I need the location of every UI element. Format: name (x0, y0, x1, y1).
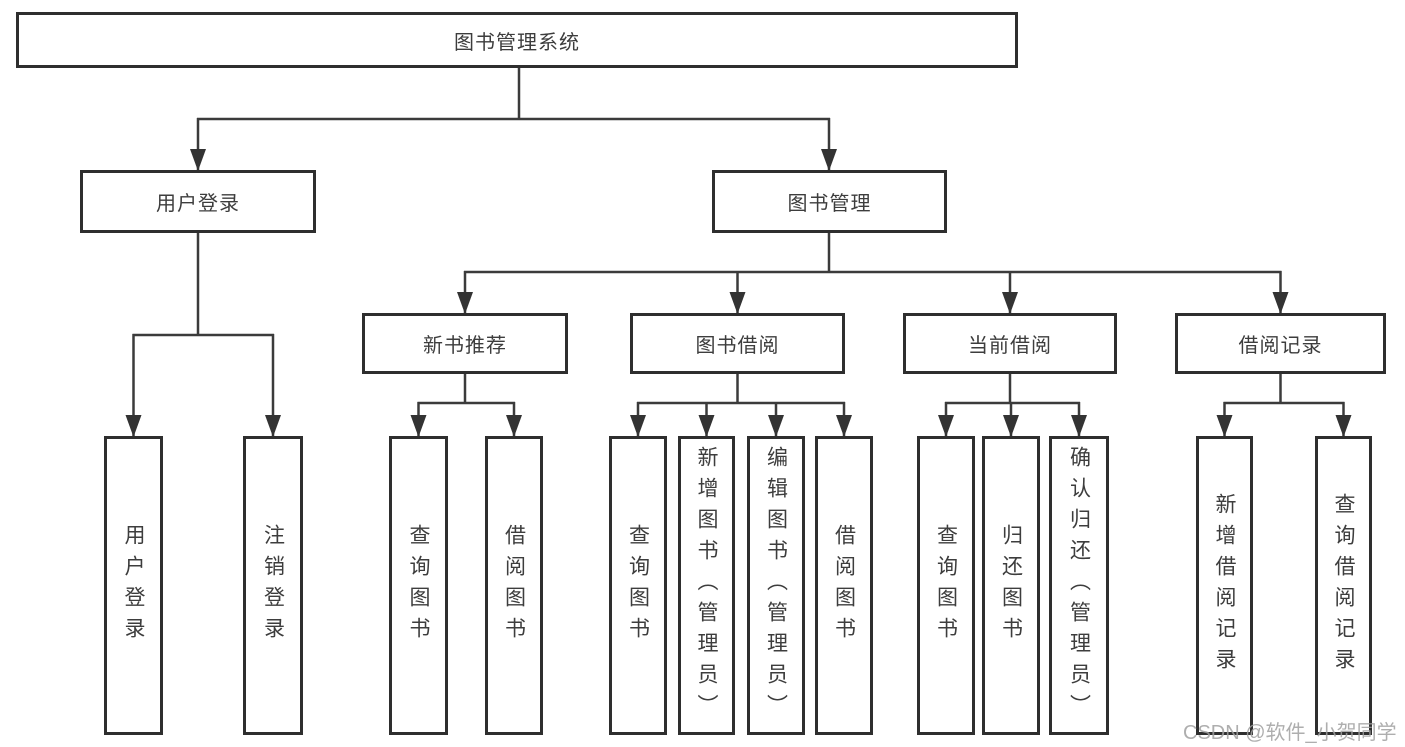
node-borrow-records-label: 借阅记录 (1238, 335, 1323, 357)
leaf-add-borrow-record: 新增借阅记录 (1196, 436, 1253, 735)
leaf-query-books-recommend: 查询图书 (389, 436, 448, 735)
leaf-user-login-label: 用户登录 (122, 523, 145, 648)
leaf-query-books-current-label: 查询图书 (934, 523, 958, 648)
leaf-query-borrow-record-label: 查询借阅记录 (1332, 492, 1355, 679)
node-current-borrowing: 当前借阅 (903, 313, 1117, 374)
leaf-borrow-books-label: 借阅图书 (832, 523, 856, 648)
leaf-query-books-borrowing-label: 查询图书 (626, 523, 650, 648)
leaf-return-books: 归还图书 (982, 436, 1040, 735)
node-borrow-records: 借阅记录 (1175, 313, 1386, 374)
leaf-edit-books-admin: 编辑图书（管理员） (747, 436, 805, 735)
leaf-confirm-return-admin: 确认归还（管理员） (1049, 436, 1109, 735)
leaf-edit-books-admin-label: 编辑图书（管理员） (764, 446, 788, 725)
leaf-logout: 注销登录 (243, 436, 303, 735)
node-book-management-label: 图书管理 (787, 193, 872, 215)
node-book-borrowing-label: 图书借阅 (695, 335, 780, 357)
node-new-book-recommend-label: 新书推荐 (423, 335, 507, 357)
leaf-borrow-books-recommend: 借阅图书 (485, 436, 543, 735)
leaf-borrow-books-recommend-label: 借阅图书 (502, 523, 526, 648)
leaf-add-books-admin: 新增图书（管理员） (678, 436, 735, 735)
leaf-query-books-recommend-label: 查询图书 (407, 523, 430, 648)
node-current-borrowing-label: 当前借阅 (968, 335, 1052, 357)
leaf-add-borrow-record-label: 新增借阅记录 (1213, 492, 1236, 679)
node-user-login-label: 用户登录 (156, 193, 240, 215)
node-book-borrowing: 图书借阅 (630, 313, 845, 374)
leaf-user-login: 用户登录 (104, 436, 163, 735)
leaf-query-books-borrowing: 查询图书 (609, 436, 667, 735)
node-root-system: 图书管理系统 (16, 12, 1018, 68)
leaf-borrow-books: 借阅图书 (815, 436, 873, 735)
leaf-query-borrow-record: 查询借阅记录 (1315, 436, 1372, 735)
leaf-return-books-label: 归还图书 (999, 523, 1023, 648)
leaf-add-books-admin-label: 新增图书（管理员） (695, 446, 718, 725)
csdn-watermark: CSDN @软件_小贺同学 (1183, 722, 1397, 744)
leaf-confirm-return-admin-label: 确认归还（管理员） (1067, 446, 1091, 725)
node-user-login: 用户登录 (80, 170, 316, 233)
leaf-query-books-current: 查询图书 (917, 436, 975, 735)
leaf-logout-label: 注销登录 (261, 523, 285, 648)
node-root-label: 图书管理系统 (454, 31, 580, 54)
node-new-book-recommend: 新书推荐 (362, 313, 568, 374)
node-book-management: 图书管理 (712, 170, 947, 233)
